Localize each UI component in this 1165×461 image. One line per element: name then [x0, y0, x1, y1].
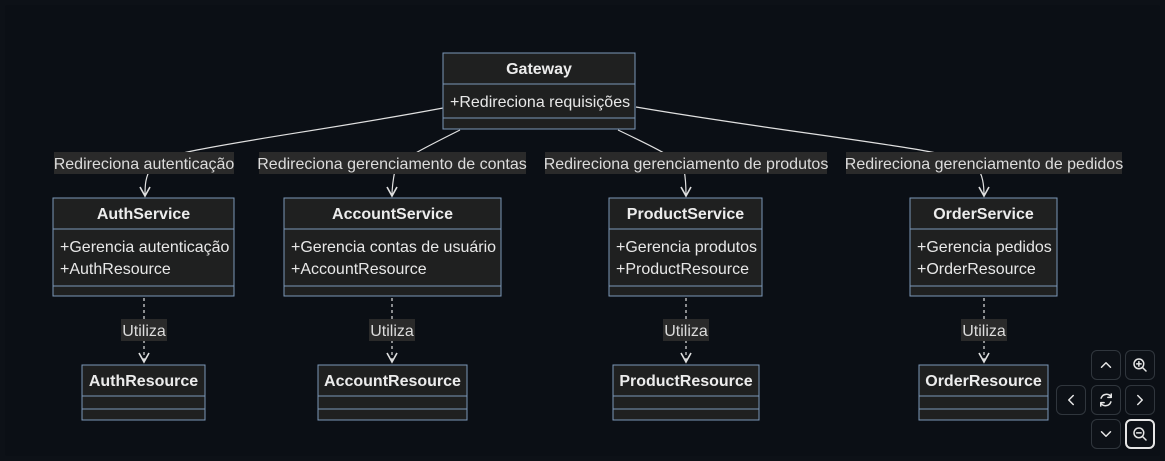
reset-icon — [1100, 393, 1112, 407]
node-order-service[interactable]: OrderService +Gerencia pedidos +OrderRes… — [909, 197, 1058, 297]
pan-left-button[interactable] — [1056, 385, 1086, 415]
svg-text:Redireciona gerenciamento de p: Redireciona gerenciamento de pedidos — [845, 156, 1123, 173]
pan-up-button[interactable] — [1091, 350, 1121, 380]
zoom-in-icon — [1133, 358, 1147, 372]
node-gateway-attr-1: +Redireciona requisições — [450, 94, 630, 111]
node-account-service-attr-2: +AccountResource — [291, 261, 427, 278]
edge-label-uses-auth: Utiliza — [121, 319, 167, 341]
node-auth-resource-title: AuthResource — [89, 373, 198, 390]
node-gateway[interactable]: Gateway +Redireciona requisições — [442, 52, 636, 130]
node-auth-service-attr-1: +Gerencia autenticação — [60, 239, 230, 256]
edge-label-uses-order: Utiliza — [961, 319, 1007, 341]
node-account-service-attr-1: +Gerencia contas de usuário — [291, 239, 496, 256]
node-account-service[interactable]: AccountService +Gerencia contas de usuár… — [283, 197, 502, 297]
edge-label-to-order: Redireciona gerenciamento de pedidos — [845, 152, 1123, 174]
pan-right-button[interactable] — [1125, 385, 1155, 415]
node-auth-service-attr-2: +AuthResource — [60, 261, 171, 278]
svg-text:Utiliza: Utiliza — [122, 323, 166, 340]
svg-text:Utiliza: Utiliza — [370, 323, 414, 340]
edge-label-to-product: Redireciona gerenciamento de produtos — [544, 152, 829, 174]
node-product-service-title: ProductService — [627, 206, 744, 223]
node-auth-resource[interactable]: AuthResource — [81, 364, 206, 421]
node-product-service-attr-1: +Gerencia produtos — [616, 239, 757, 256]
edge-label-uses-account: Utiliza — [369, 319, 415, 341]
edge-label-uses-product: Utiliza — [663, 319, 709, 341]
node-product-service-attr-2: +ProductResource — [616, 261, 749, 278]
node-product-service[interactable]: ProductService +Gerencia produtos +Produ… — [608, 197, 763, 297]
node-account-service-title: AccountService — [332, 206, 453, 223]
reset-view-button[interactable] — [1091, 385, 1121, 415]
node-account-resource-title: AccountResource — [324, 373, 461, 390]
node-product-resource[interactable]: ProductResource — [612, 364, 760, 421]
node-order-service-attr-2: +OrderResource — [917, 261, 1036, 278]
node-order-resource-title: OrderResource — [925, 373, 1042, 390]
chevron-down-icon — [1100, 431, 1112, 437]
chevron-up-icon — [1100, 362, 1112, 368]
svg-text:Redireciona gerenciamento de p: Redireciona gerenciamento de produtos — [544, 156, 829, 173]
node-auth-service-title: AuthService — [97, 206, 190, 223]
node-order-service-attr-1: +Gerencia pedidos — [917, 239, 1052, 256]
node-order-service-title: OrderService — [933, 206, 1034, 223]
svg-text:Utiliza: Utiliza — [962, 323, 1006, 340]
svg-text:Redireciona gerenciamento de c: Redireciona gerenciamento de contas — [257, 156, 527, 173]
node-account-resource[interactable]: AccountResource — [317, 364, 468, 421]
svg-text:Redireciona autenticação: Redireciona autenticação — [54, 156, 235, 173]
node-order-resource[interactable]: OrderResource — [918, 364, 1049, 421]
zoom-in-button[interactable] — [1125, 350, 1155, 380]
zoom-out-icon — [1133, 427, 1147, 441]
pan-down-button[interactable] — [1091, 419, 1121, 449]
zoom-out-button[interactable] — [1125, 419, 1155, 449]
chevron-left-icon — [1068, 394, 1074, 406]
svg-text:Utiliza: Utiliza — [664, 323, 708, 340]
edge-label-to-auth: Redireciona autenticação — [54, 152, 235, 174]
edge-label-to-account: Redireciona gerenciamento de contas — [257, 152, 527, 174]
node-auth-service[interactable]: AuthService +Gerencia autenticação +Auth… — [52, 197, 235, 297]
node-product-resource-title: ProductResource — [619, 373, 752, 390]
node-gateway-title: Gateway — [506, 61, 572, 78]
chevron-right-icon — [1137, 394, 1143, 406]
edge-gateway-order — [635, 106, 990, 198]
